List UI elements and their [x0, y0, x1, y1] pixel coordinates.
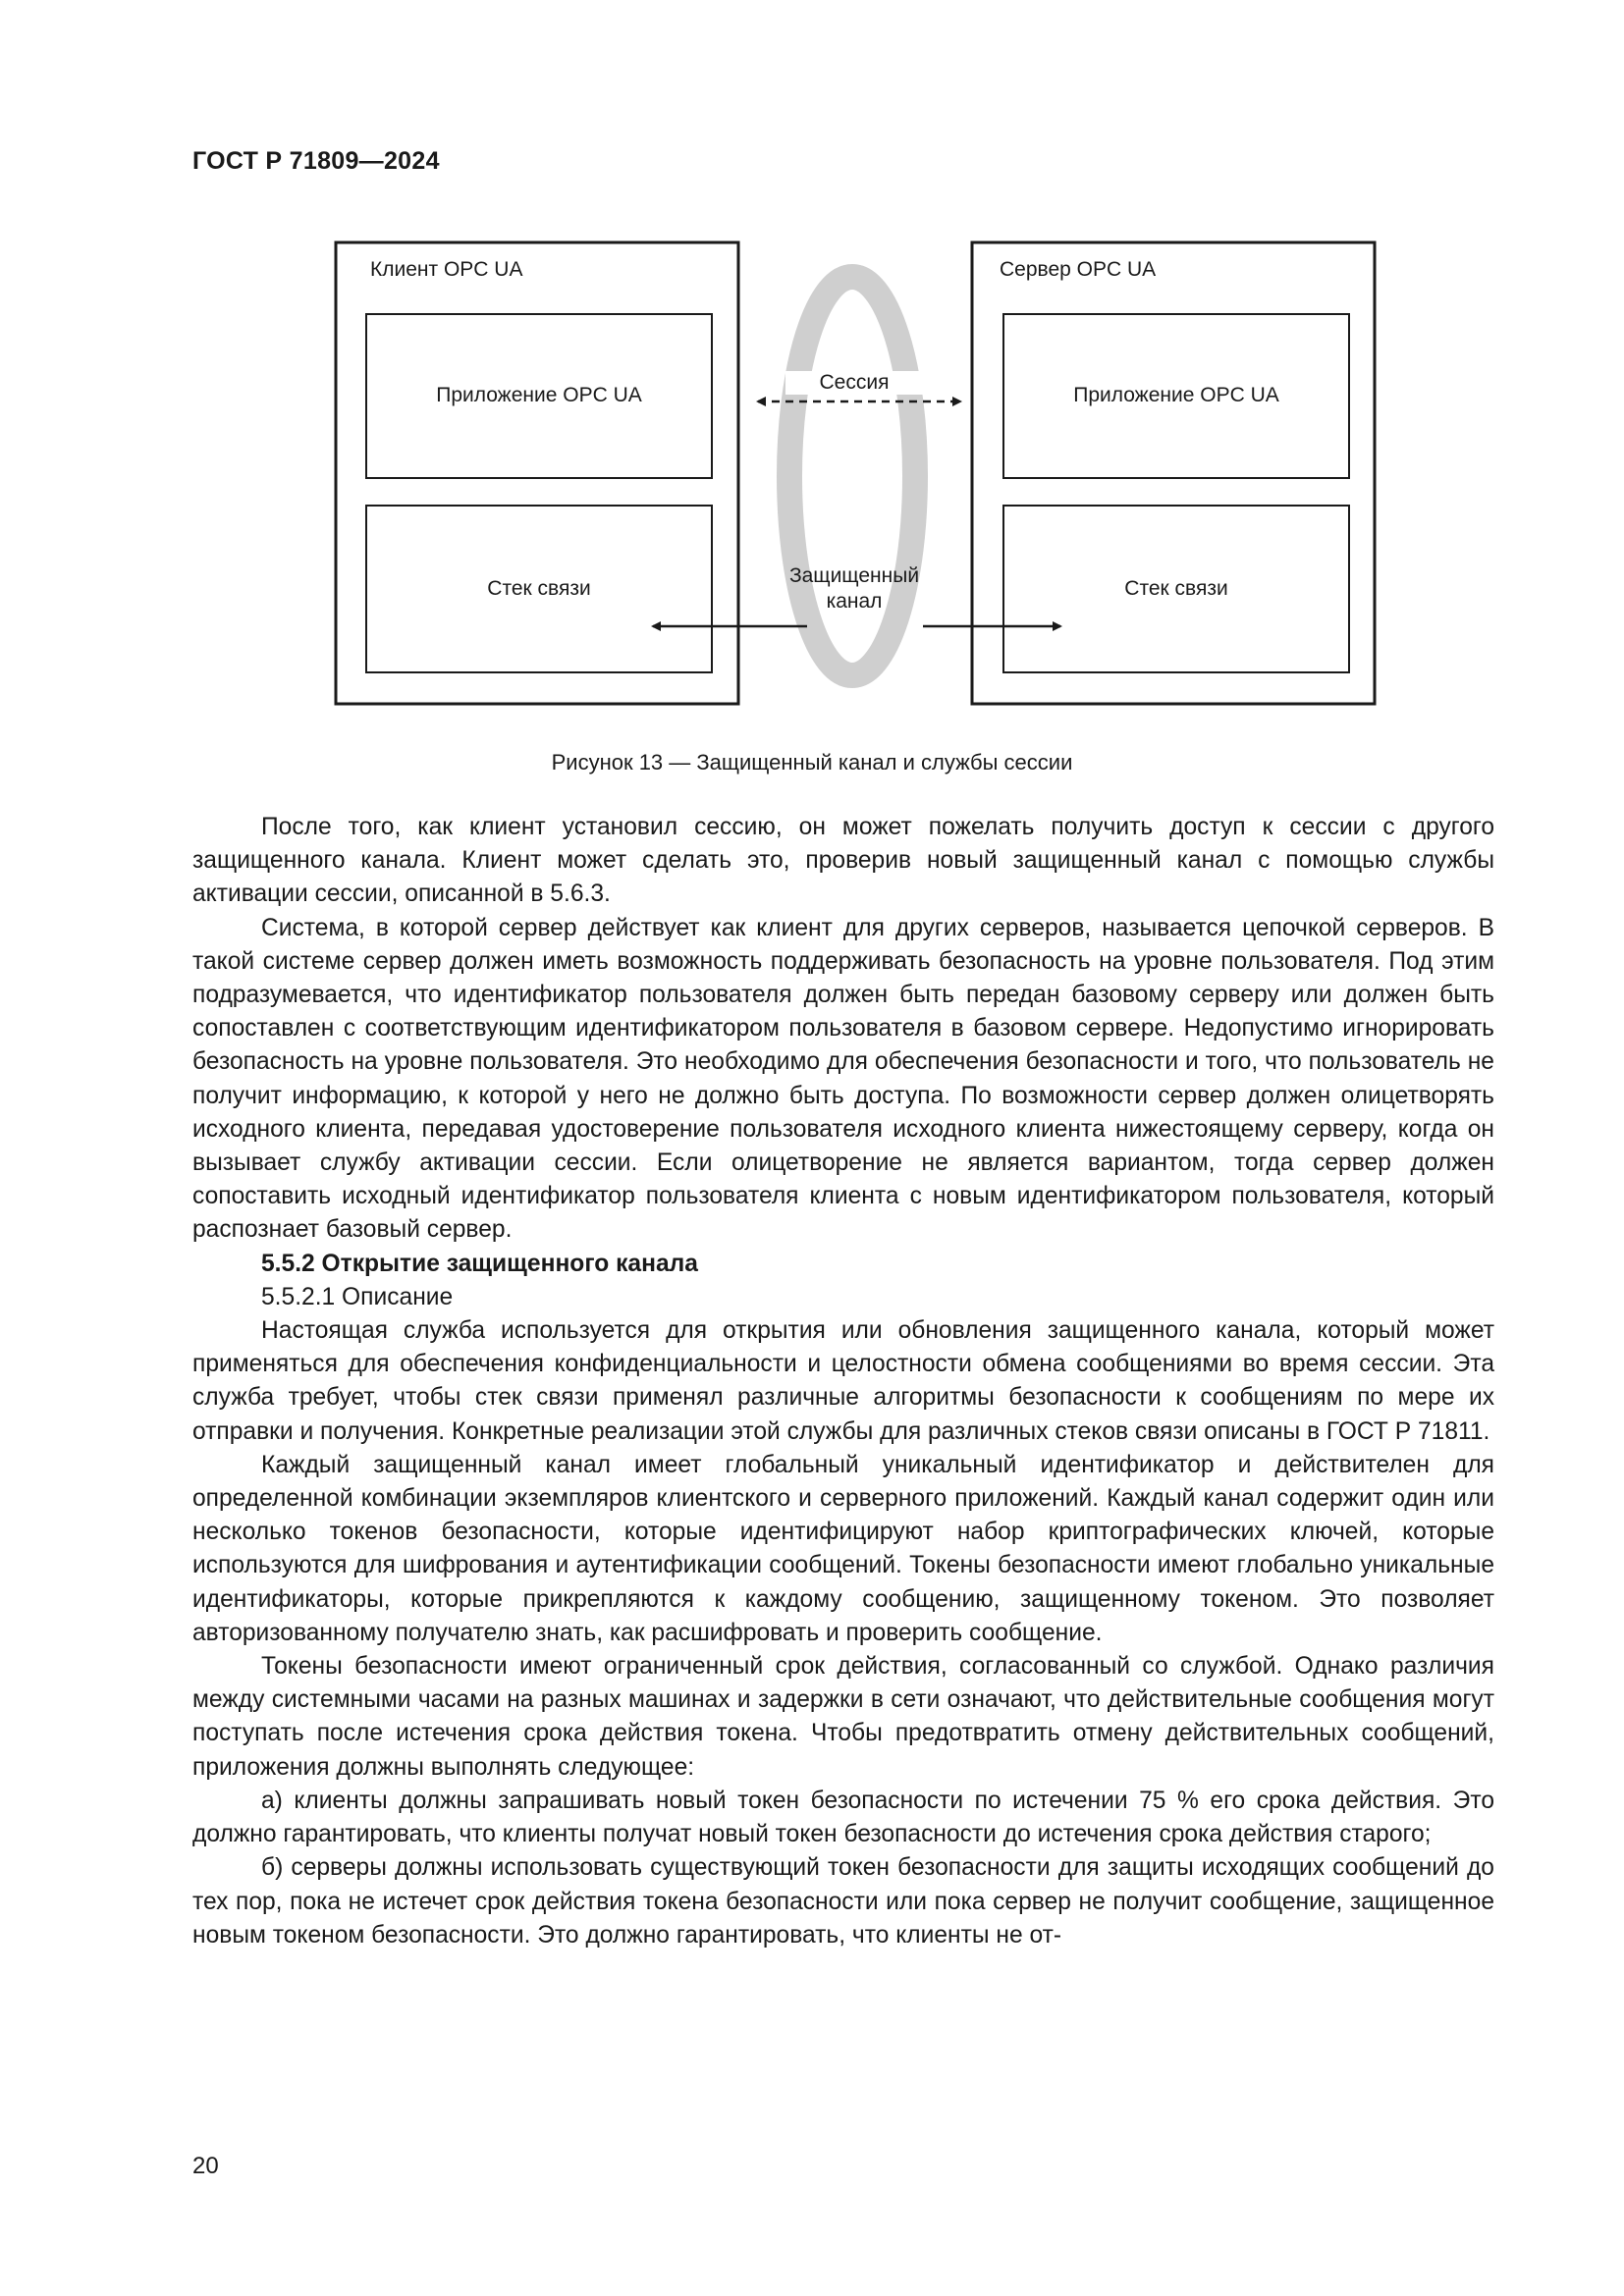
document-header: ГОСТ Р 71809—2024: [192, 147, 440, 175]
client-stack-box: [365, 505, 713, 673]
server-label: Сервер OPC UA: [1000, 258, 1157, 281]
figure-secure-channel-diagram: Клиент OPC UA Сервер OPC UA Приложение O…: [324, 231, 1404, 721]
server-outer-box: [970, 240, 1377, 706]
client-app-box: [365, 313, 713, 479]
list-item: а) клиенты должны запрашивать новый токе…: [192, 1787, 1494, 1848]
server-stack-box: [1002, 505, 1350, 673]
server-app-label: Приложение OPC UA: [1073, 384, 1279, 406]
subsection-heading: 5.5.2.1 Описание: [261, 1283, 454, 1310]
server-stack-label: Стек связи: [1124, 577, 1228, 600]
figure-caption: Рисунок 13 — Защищенный канал и службы с…: [551, 750, 1073, 774]
paragraph: Токены безопасности имеют ограниченный с…: [192, 1653, 1494, 1781]
server-app-box: [1002, 313, 1350, 479]
paragraph: Каждый защищенный канал имеет глобальный…: [192, 1451, 1494, 1646]
channel-label-line1: Защищенный: [788, 564, 920, 587]
page-number: 20: [192, 2153, 219, 2179]
body-text: После того, как клиент установил сессию,…: [192, 811, 1494, 1952]
paragraph: Настоящая служба используется для открыт…: [192, 1317, 1494, 1445]
client-label: Клиент OPC UA: [370, 258, 523, 281]
channel-label-line2: канал: [826, 590, 883, 613]
client-outer-box: [334, 240, 740, 706]
list-item: б) серверы должны использовать существую…: [192, 1854, 1494, 1949]
diagram-svg: [334, 240, 1377, 706]
session-label: Сессия: [785, 371, 923, 395]
client-stack-label: Стек связи: [487, 577, 591, 600]
client-app-label: Приложение OPC UA: [436, 384, 642, 406]
paragraph: После того, как клиент установил сессию,…: [192, 814, 1494, 908]
section-heading: 5.5.2 Открытие защищенного канала: [261, 1250, 698, 1277]
paragraph: Система, в которой сервер действует как …: [192, 914, 1494, 1244]
session-ring: [777, 264, 928, 688]
